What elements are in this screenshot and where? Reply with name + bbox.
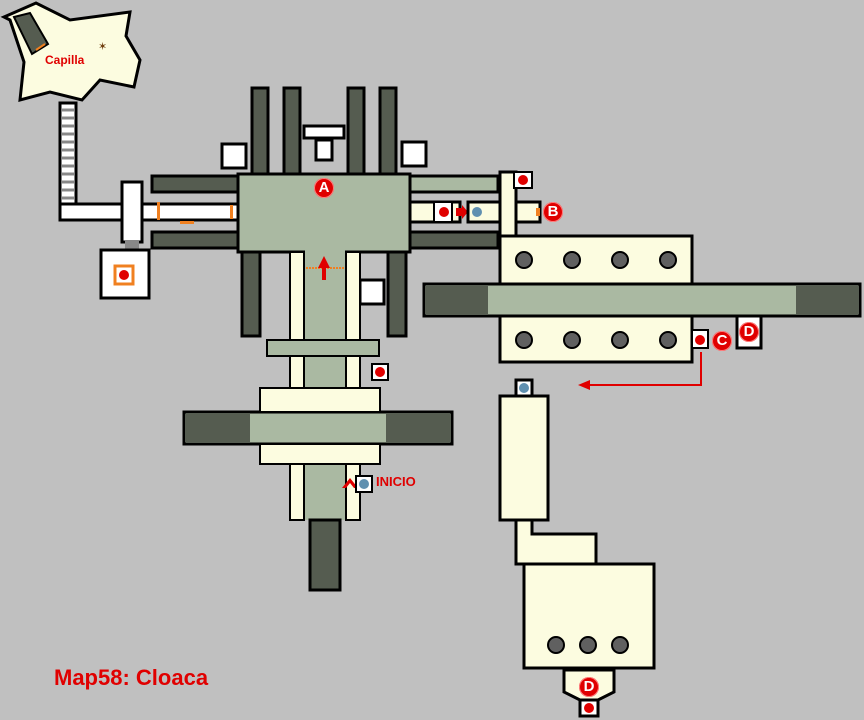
start-marker [342, 475, 373, 493]
start-label: INICIO [376, 474, 416, 489]
marker-b: B [543, 202, 563, 222]
west-corridor [58, 180, 242, 250]
map-title: Map58: Cloaca [54, 665, 209, 690]
pit [150, 174, 244, 194]
capilla-room: ✶ [0, 1, 142, 103]
star-icon: ✶ [98, 41, 107, 53]
east-b-area [433, 170, 542, 244]
switch-boxes [220, 124, 428, 306]
marker-a: A [314, 178, 334, 198]
ladder-corridor [58, 101, 78, 220]
location-label-capilla: Capilla [45, 53, 85, 67]
south-east-rooms [498, 378, 656, 718]
marker-c: C [712, 331, 732, 351]
west-switch-room [99, 248, 151, 300]
east-hall [422, 234, 862, 390]
north-pits [250, 86, 398, 180]
pit [150, 230, 244, 250]
marker-d-south: D [579, 677, 599, 697]
marker-d-east: D [739, 322, 759, 342]
